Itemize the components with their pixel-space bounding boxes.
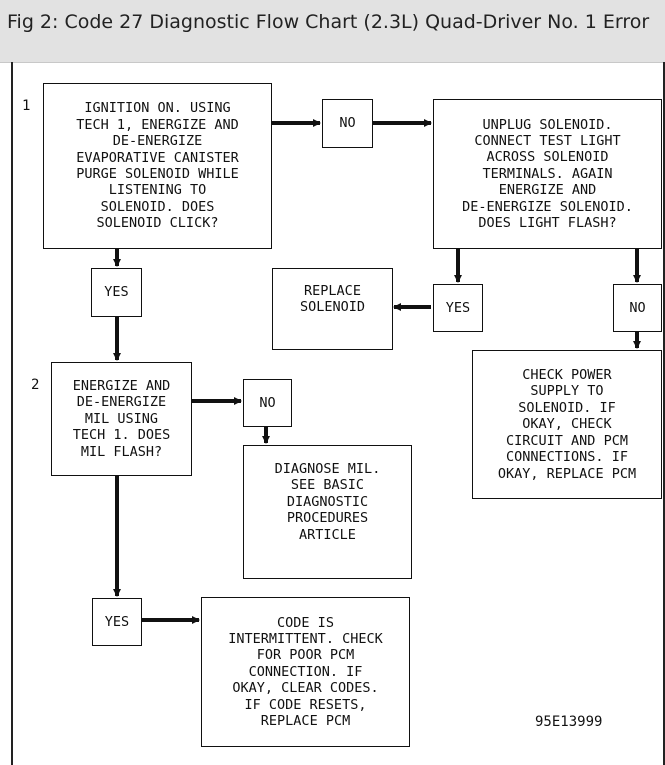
light-yes-label: YES bbox=[445, 299, 471, 316]
figure-header: Fig 2: Code 27 Diagnostic Flow Chart (2.… bbox=[0, 0, 665, 63]
step2-text: ENERGIZE AND DE-ENERGIZE MIL USING TECH … bbox=[72, 377, 171, 460]
step1-no-label: NO bbox=[339, 115, 356, 132]
step1-box: IGNITION ON. USING TECH 1, ENERGIZE AND … bbox=[43, 83, 272, 249]
step1-number: 1 bbox=[22, 98, 31, 114]
step1-no-box: NO bbox=[322, 99, 373, 148]
diagnose-mil-box: DIAGNOSE MIL. SEE BASIC DIAGNOSTIC PROCE… bbox=[243, 445, 412, 579]
replace-solenoid-text: REPLACE SOLENOID bbox=[299, 283, 366, 316]
figure-id: 95E13999 bbox=[535, 714, 603, 730]
step2-yes-box: YES bbox=[92, 598, 142, 646]
code-intermittent-text: CODE IS INTERMITTENT. CHECK FOR POOR PCM… bbox=[228, 614, 383, 730]
light-no-box: NO bbox=[613, 284, 662, 332]
code-intermittent-box: CODE IS INTERMITTENT. CHECK FOR POOR PCM… bbox=[201, 597, 410, 747]
step1-text: IGNITION ON. USING TECH 1, ENERGIZE AND … bbox=[76, 100, 239, 232]
check-power-box: CHECK POWER SUPPLY TO SOLENOID. IF OKAY,… bbox=[472, 350, 662, 499]
light-yes-box: YES bbox=[433, 284, 483, 332]
step2-no-label: NO bbox=[259, 394, 276, 411]
check-power-text: CHECK POWER SUPPLY TO SOLENOID. IF OKAY,… bbox=[497, 367, 637, 482]
light-no-label: NO bbox=[629, 299, 646, 316]
replace-solenoid-box: REPLACE SOLENOID bbox=[272, 268, 393, 350]
step2-box: ENERGIZE AND DE-ENERGIZE MIL USING TECH … bbox=[51, 362, 192, 476]
step2-number: 2 bbox=[31, 377, 40, 393]
step2-no-box: NO bbox=[243, 379, 292, 427]
unplug-solenoid-box: UNPLUG SOLENOID. CONNECT TEST LIGHT ACRO… bbox=[433, 99, 662, 249]
step2-yes-label: YES bbox=[104, 613, 130, 630]
unplug-solenoid-text: UNPLUG SOLENOID. CONNECT TEST LIGHT ACRO… bbox=[462, 116, 633, 232]
left-border bbox=[11, 62, 13, 765]
diagnose-mil-text: DIAGNOSE MIL. SEE BASIC DIAGNOSTIC PROCE… bbox=[274, 461, 381, 543]
step1-yes-label: YES bbox=[104, 284, 129, 301]
figure-title: Fig 2: Code 27 Diagnostic Flow Chart (2.… bbox=[7, 11, 650, 33]
step1-yes-box: YES bbox=[91, 268, 142, 317]
right-border bbox=[663, 62, 665, 765]
